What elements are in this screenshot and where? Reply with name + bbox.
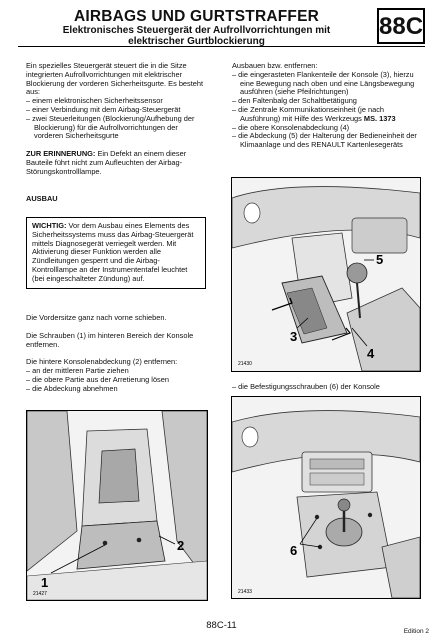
left-steps: Die Vordersitze ganz nach vorne schieben… [26,313,206,394]
page-subtitle-line1: Elektronisches Steuergerät der Aufrollvo… [62,25,331,36]
right-column: Ausbauen bzw. entfernen: – die eingerast… [232,61,417,150]
intro-line: Ausbauen bzw. entfernen: [232,61,318,70]
intro-line: integrierten Aufrollvorrichtungen mit el… [26,69,183,79]
page-number: 88C-11 [206,620,237,631]
intro-line: Blockierung der vorderen Sicherheitsgurt… [26,78,204,88]
list-item: – die obere Konsolenabdeckung (4) [232,122,350,132]
reminder-paragraph: ZUR ERINNERUNG: Ein Defekt an einem dies… [26,149,206,176]
warning-box: WICHTIG: Vor dem Ausbau eines Elements d… [26,217,206,289]
edition-label: Edition 2 [403,628,429,635]
page-subtitle-line2: elektrischer Gurtblockierung [128,36,265,47]
figure-number: 21430 [238,361,252,367]
section-heading: AUSBAU [26,193,58,203]
step-text: Die hintere Konsolenabdeckung (2) entfer… [26,357,178,367]
list-item: – die eingerasteten Flankenteile der Kon… [232,69,415,97]
callout-4: 4 [367,346,375,361]
warning-label: WICHTIG: [32,221,67,230]
list-item: – die Abdeckung abnehmen [26,383,118,393]
list-item: – zwei Steuerleitungen (Blockierung/Aufh… [26,113,195,141]
callout-1: 1 [41,575,48,590]
list-item: – die obere Partie aus der Arretierung l… [26,374,169,384]
figure-console-flanks: 5 3 4 21430 [231,177,421,372]
list-item: – einer Verbindung mit dem Airbag-Steuer… [26,104,181,114]
rear-console-illustration: 2 1 21427 [27,411,207,600]
list-item: – die Abdeckung (5) der Halterung der Be… [232,131,417,150]
callout-3: 3 [290,329,297,344]
page-header: AIRBAGS UND GURTSTRAFFER Elektronisches … [18,8,425,47]
console-screws-illustration: 6 21433 [232,397,420,598]
left-column: Ein spezielles Steuergerät steuert die i… [26,61,206,203]
figure-number: 21433 [238,589,252,595]
step-text: Die Schrauben (1) im hinteren Bereich de… [26,330,194,349]
section-code-box: 88C [377,8,425,44]
reminder-text: Ein Defekt an einem dieser Bauteile führ… [26,149,187,176]
list-item: – die Zentrale Kommunikationseinheit (je… [232,104,417,124]
intro-line: Ein spezielles Steuergerät steuert die i… [26,61,187,70]
callout-5: 5 [376,252,383,267]
list-item: – einem elektronischen Sicherheitssensor [26,96,163,106]
list-item: – die Befestigungsschrauben (6) der Kons… [232,382,380,391]
callout-6: 6 [290,543,297,558]
intro-line: aus: [26,87,40,97]
reminder-label: ZUR ERINNERUNG: [26,149,96,159]
figure-number: 21427 [33,591,47,597]
page-title: AIRBAGS UND GURTSTRAFFER [73,8,320,25]
callout-2: 2 [177,538,184,553]
warning-text: Vor dem Ausbau eines Elements des Sicher… [32,221,194,283]
step-text: Die Vordersitze ganz nach vorne schieben… [26,313,167,322]
tool-item-text: – die Zentrale Kommunikationseinheit (je… [232,104,385,123]
console-flanks-illustration: 5 3 4 21430 [232,178,420,371]
figure-rear-console-cover: 2 1 21427 [26,410,208,601]
right-step: – die Befestigungsschrauben (6) der Kons… [232,382,417,392]
header-text: AIRBAGS UND GURTSTRAFFER Elektronisches … [18,8,375,48]
list-item: – den Faltenbalg der Schaltbetätigung [232,96,357,106]
figure-console-screws: 6 21433 [231,396,421,599]
tool-code: MS. 1373 [363,113,396,123]
list-item: – an der mittleren Partie ziehen [26,366,129,376]
